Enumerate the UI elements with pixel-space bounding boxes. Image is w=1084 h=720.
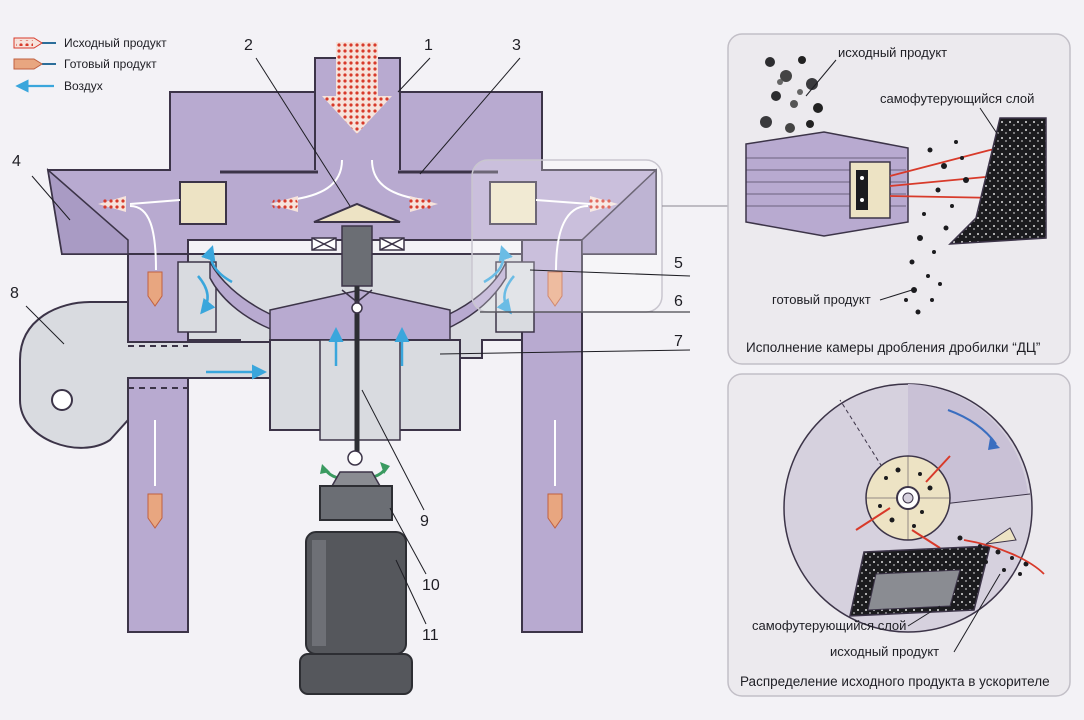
left-block (179, 181, 227, 225)
panel-bottom-caption: Распределение исходного продукта в ускор… (740, 674, 1050, 689)
callout-9: 9 (420, 513, 429, 530)
callout-5: 5 (674, 255, 683, 272)
callout-1: 1 (424, 37, 433, 54)
callouts: 1 2 3 4 5 6 7 8 9 10 11 (10, 37, 691, 644)
callout-8: 8 (10, 285, 19, 302)
panel-top-feed-label: исходный продукт (838, 45, 947, 60)
callout-7: 7 (674, 333, 683, 350)
callout-11: 11 (422, 627, 439, 644)
panel-accelerator: самофутерующийся слой исходный продукт Р… (727, 373, 1071, 697)
legend: Исходный продукт Готовый продукт Воздух (13, 36, 167, 93)
panel-top-selflining-label: самофутерующийся слой (880, 91, 1034, 106)
panel-top-finished-label: готовый продукт (772, 292, 871, 307)
panel-bottom-selflining-label: самофутерующийся слой (752, 618, 906, 633)
feed-flow-arrows (98, 196, 618, 212)
feed-rocks (760, 56, 823, 133)
callout-6: 6 (674, 293, 683, 310)
legend-feed-symbol (13, 37, 56, 49)
legend-feed-label: Исходный продукт (64, 36, 167, 50)
panel-top-caption: Исполнение камеры дробления дробилки “ДЦ… (746, 340, 1040, 355)
legend-product-symbol (13, 58, 56, 70)
fan-hub (51, 389, 73, 411)
particle-cloud (904, 140, 969, 315)
distributor-cone (313, 202, 401, 223)
panel-bottom-feed-label: исходный продукт (830, 644, 939, 659)
callout-4: 4 (12, 153, 21, 170)
callout-3: 3 (512, 37, 521, 54)
callout-2: 2 (244, 37, 253, 54)
panel-crushing-chamber: исходный продукт самофутерующийся слой г… (727, 33, 1071, 365)
feed-inlet-arrow (322, 42, 392, 134)
shaft (341, 225, 373, 287)
air-flow-arrows (197, 245, 515, 380)
product-flow-arrows (147, 271, 563, 529)
zoom-highlight (471, 159, 663, 313)
right-block (489, 181, 537, 225)
crusher-main (19, 42, 728, 695)
callout-10: 10 (422, 577, 440, 594)
legend-air-label: Воздух (64, 79, 103, 93)
legend-product-label: Готовый продукт (64, 57, 157, 71)
coupling (319, 485, 393, 521)
